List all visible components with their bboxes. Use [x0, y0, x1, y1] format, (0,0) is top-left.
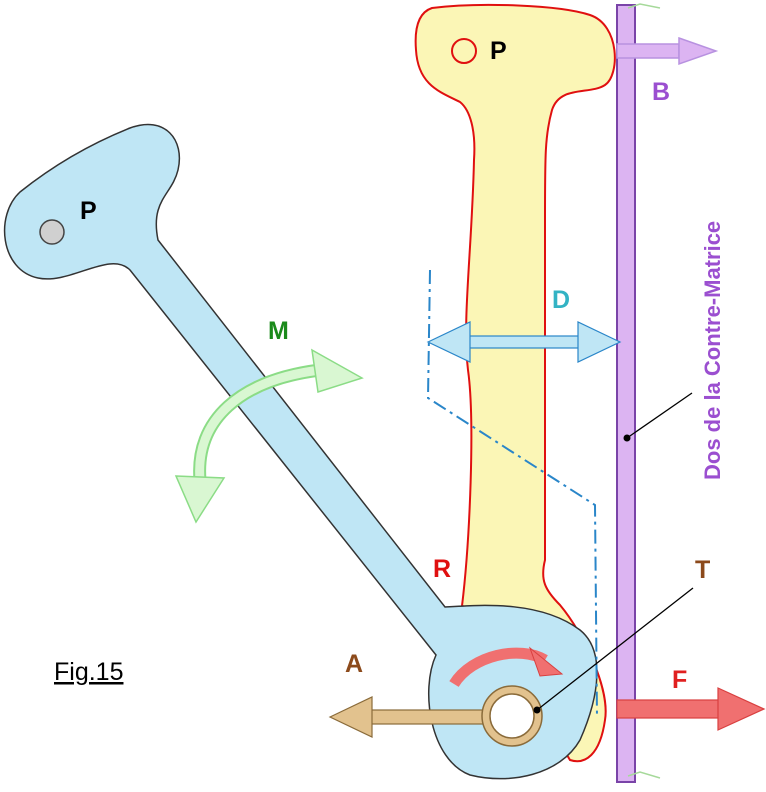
figure-caption: Fig.15: [54, 658, 123, 686]
dash-dot-contour: [426, 269, 598, 719]
label-pivot-blue: P: [80, 197, 97, 225]
gap-arrow-d: [426, 321, 622, 363]
leader-plate: [623, 392, 693, 442]
label-pivot-yellow: P: [490, 37, 507, 65]
pivot-yellow-hole: [451, 38, 477, 64]
pivot-blue-hole: [39, 219, 65, 245]
pin-t: [481, 685, 543, 747]
label-f: F: [672, 666, 687, 694]
force-arrow-a: [328, 696, 485, 738]
label-m: M: [268, 317, 289, 345]
force-arrow-f: [616, 687, 766, 731]
label-r: R: [433, 555, 451, 583]
label-b: B: [652, 78, 670, 106]
yellow-part-r: [414, 3, 616, 763]
label-d: D: [552, 286, 570, 314]
rotation-arrow-m: [174, 348, 364, 524]
label-plate-name: Dos de la Contre-Matrice: [700, 221, 725, 480]
label-a: A: [345, 650, 363, 678]
label-t: T: [695, 556, 710, 584]
rotation-arrow-red: [449, 646, 564, 688]
leader-t: [533, 587, 694, 714]
contre-matrice-plate: [616, 3, 661, 783]
push-arrow-b: [616, 36, 719, 66]
